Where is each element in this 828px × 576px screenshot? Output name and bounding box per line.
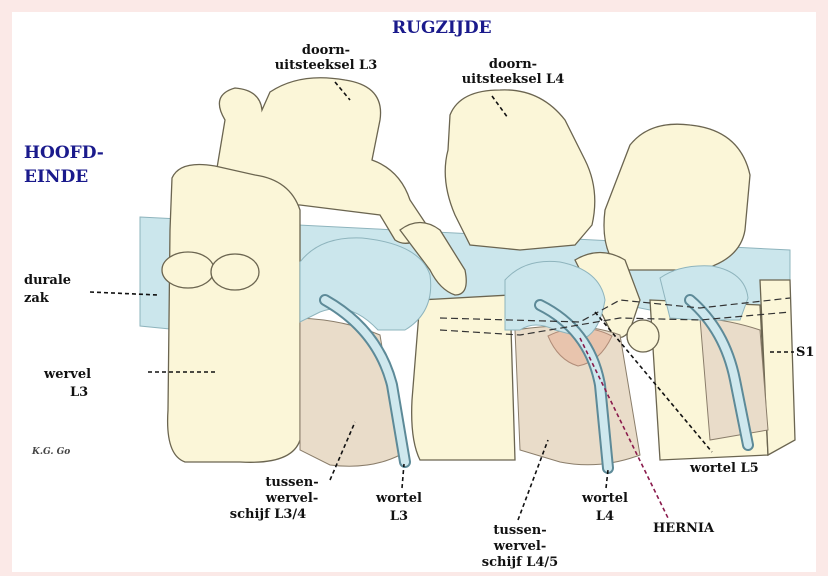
artist-signature: K.G. Go bbox=[31, 447, 70, 457]
nerve-root-l5-origin bbox=[627, 320, 659, 352]
header-dorsal-side: RUGZIJDE bbox=[392, 18, 492, 38]
label-s1: S1 bbox=[796, 345, 814, 360]
label-root-l5: wortel L5 bbox=[689, 461, 759, 476]
label-hernia: HERNIA bbox=[653, 521, 715, 536]
illustration bbox=[140, 78, 795, 468]
